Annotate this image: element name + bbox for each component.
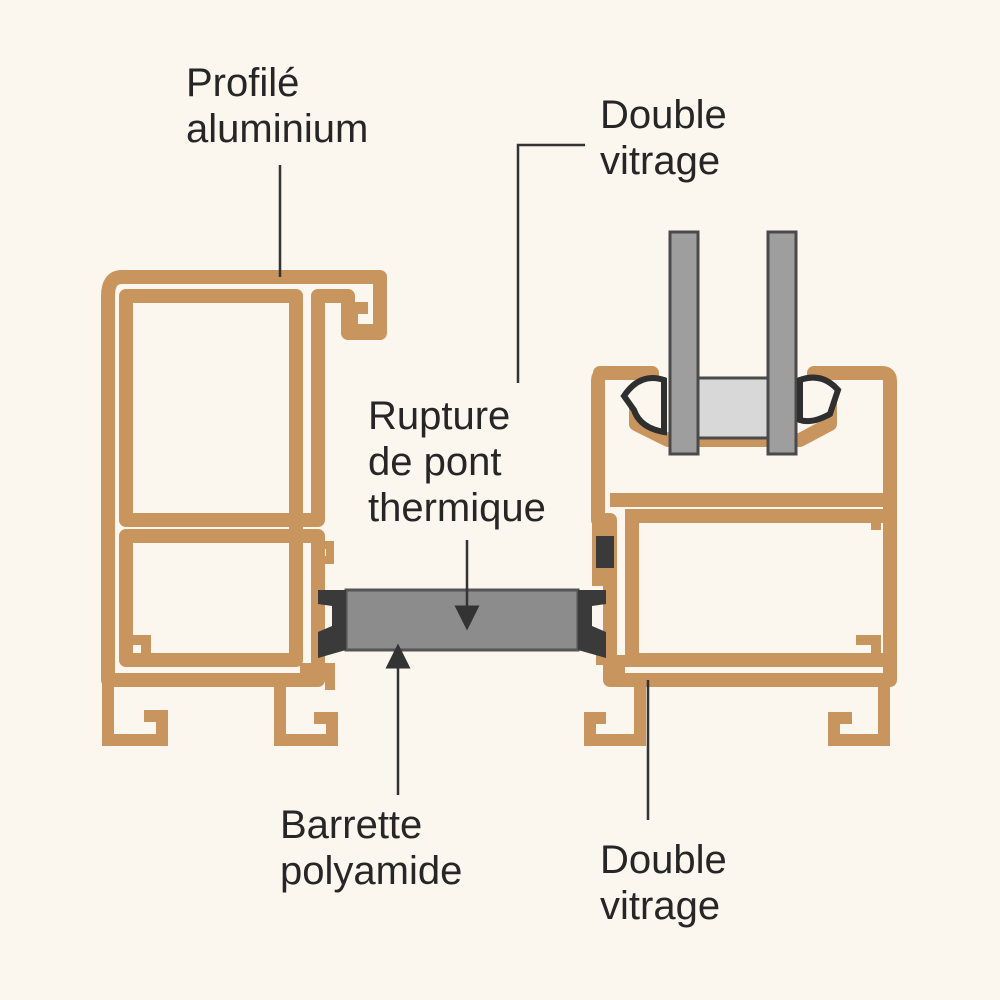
left-frame-top-hook	[346, 280, 386, 336]
right-sash-foot-right	[828, 680, 890, 746]
left-frame-groove	[318, 541, 334, 564]
left-aluminium-frame	[101, 270, 387, 746]
polyamide-bar-body	[344, 588, 580, 652]
right-sash-groove-lower	[596, 655, 625, 680]
label-aluminium-profile: Profilé aluminium	[186, 61, 369, 151]
left-frame-inner-hook	[128, 635, 151, 656]
leader-glazing-top	[516, 143, 585, 383]
glass-pane-left	[668, 230, 700, 456]
polyamide-bar-left-end	[318, 590, 346, 658]
label-double-glazing-bottom: Double vitrage	[600, 838, 727, 928]
right-sash-foot-left	[584, 680, 646, 746]
left-frame-outer-wall	[101, 270, 387, 687]
left-frame-foot-right	[274, 680, 338, 746]
right-sash-divider	[610, 493, 897, 667]
glass-pane-right	[766, 230, 798, 456]
glazing-gasket-left	[620, 375, 667, 436]
right-sash-hook-lower	[856, 635, 881, 656]
label-polyamide-bar: Barrette polyamide	[280, 803, 463, 893]
glass-spacer	[696, 376, 770, 440]
right-sash-seal	[596, 536, 614, 568]
right-sash-hook-upper	[856, 513, 881, 530]
label-double-glazing-top: Double vitrage	[600, 93, 727, 183]
glazing-gasket-right	[797, 374, 842, 425]
double-glazing-unit	[620, 230, 842, 456]
polyamide-bar-right-end	[578, 590, 606, 658]
left-frame-foot-left	[102, 680, 168, 746]
left-frame-groove-lower	[300, 663, 335, 690]
label-thermal-break: Rupture de pont thermique	[368, 394, 546, 530]
leader-lines	[278, 143, 650, 820]
